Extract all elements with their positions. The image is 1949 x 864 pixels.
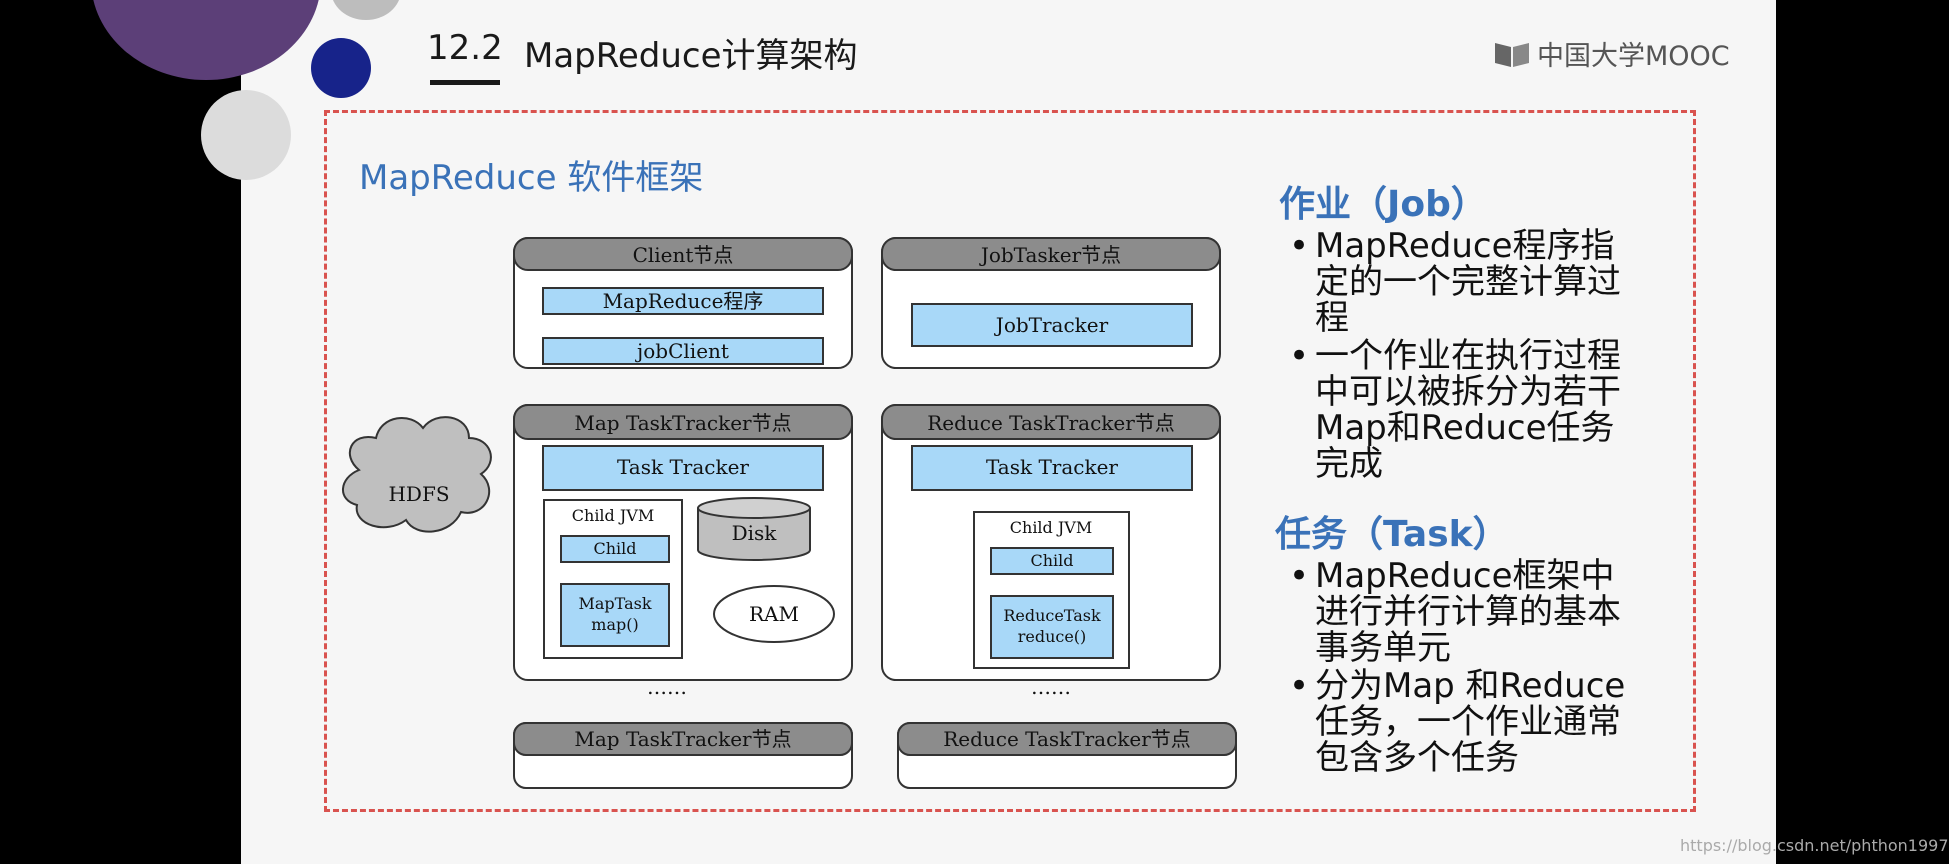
map-child-box: Child [593,539,636,558]
disk-label: Disk [732,521,778,545]
slide: 12.2 MapReduce计算架构 中国大学MOOC MapReduce 软件… [91,0,1776,864]
decorative-circle [331,0,401,20]
bullet-line: 事务单元 [1315,628,1451,668]
map-child-jvm-label: Child JVM [572,506,654,525]
bullet-line: MapReduce框架中 [1315,556,1615,596]
title-underline [430,80,500,85]
bullet-line: 分为Map 和Reduce [1315,666,1626,706]
mapreduce-diagram: Client节点 MapReduce程序 jobClient JobTasker… [342,237,1237,789]
bottom-map-node-header: Map TaskTracker节点 [574,727,791,751]
decorative-circle [311,38,371,98]
bullet-line: 包含多个任务 [1315,738,1519,778]
maptask-label: MapTask [578,594,651,613]
reduce-node-header: Reduce TaskTracker节点 [927,411,1175,435]
section-number: 12.2 [427,28,503,68]
map-task-tracker-box: Task Tracker [617,455,749,479]
decorative-circle [201,90,291,180]
mapreduce-program-box: MapReduce程序 [603,289,764,313]
task-bullet-2: • 分为Map 和Reduce 任务，一个作业通常 包含多个任务 [1289,666,1675,778]
bullet-dot: • [1289,226,1310,266]
bottom-reduce-node: Reduce TaskTracker节点 [897,722,1237,789]
reduce-function-label: reduce() [1018,627,1087,646]
reduce-child-jvm-label: Child JVM [1010,518,1092,537]
hdfs-label: HDFS [388,482,449,506]
bullet-line: 完成 [1315,444,1383,484]
bullet-dot: • [1289,556,1310,596]
map-tasktracker-node: Map TaskTracker节点 Task Tracker Child JVM… [513,404,853,681]
bottom-map-node: Map TaskTracker节点 [513,722,853,789]
logo-text: 中国大学MOOC [1537,41,1730,72]
reduce-task-tracker-box: Task Tracker [986,455,1118,479]
job-bullet-2: • 一个作业在执行过程 中可以被拆分为若干 Map和Reduce任务 完成 [1289,336,1675,484]
content-frame [324,110,1696,812]
bullet-line: 任务，一个作业通常 [1315,702,1621,742]
jobtracker-node-header: JobTasker节点 [979,243,1121,267]
reducetask-label: ReduceTask [1003,606,1101,625]
map-function-label: map() [591,615,638,634]
bullet-line: 进行并行计算的基本 [1315,592,1621,632]
book-icon [1495,42,1529,67]
slide-subtitle: MapReduce 软件框架 [359,158,704,198]
client-node-header: Client节点 [633,243,734,267]
jobtracker-box: JobTracker [994,313,1109,337]
reduce-ellipsis: …… [1031,675,1071,699]
bullet-line: 程 [1315,298,1349,338]
bullet-dot: • [1289,666,1310,706]
job-heading: 作业（Job） [1279,184,1487,225]
reduce-tasktracker-node: Reduce TaskTracker节点 Task Tracker Child … [881,404,1221,681]
bullet-line: 中可以被拆分为若干 [1315,372,1621,412]
jobtracker-node: JobTasker节点 JobTracker [881,237,1221,369]
task-bullet-1: • MapReduce框架中 进行并行计算的基本 事务单元 [1289,556,1675,668]
jobclient-box: jobClient [635,339,729,363]
bullet-line: Map和Reduce任务 [1315,408,1615,448]
reduce-child-box: Child [1030,551,1073,570]
watermark: https://blog.csdn.net/phthon1997 [1680,836,1949,855]
client-node: Client节点 MapReduce程序 jobClient [513,237,853,369]
mooc-logo: 中国大学MOOC [1493,34,1730,73]
map-ellipsis: …… [647,675,687,699]
map-node-header: Map TaskTracker节点 [574,411,791,435]
bottom-reduce-node-header: Reduce TaskTracker节点 [943,727,1191,751]
hdfs-cloud: HDFS [342,416,492,533]
bullet-line: 一个作业在执行过程 [1315,336,1621,376]
ram-label: RAM [749,602,799,626]
bullet-dot: • [1289,336,1310,376]
page-title: MapReduce计算架构 [524,36,858,76]
task-heading: 任务（Task） [1275,514,1509,555]
bullet-line: 定的一个完整计算过 [1315,262,1621,302]
bullet-line: MapReduce程序指 [1315,226,1615,266]
job-bullet-1: • MapReduce程序指 定的一个完整计算过 程 [1289,226,1675,338]
